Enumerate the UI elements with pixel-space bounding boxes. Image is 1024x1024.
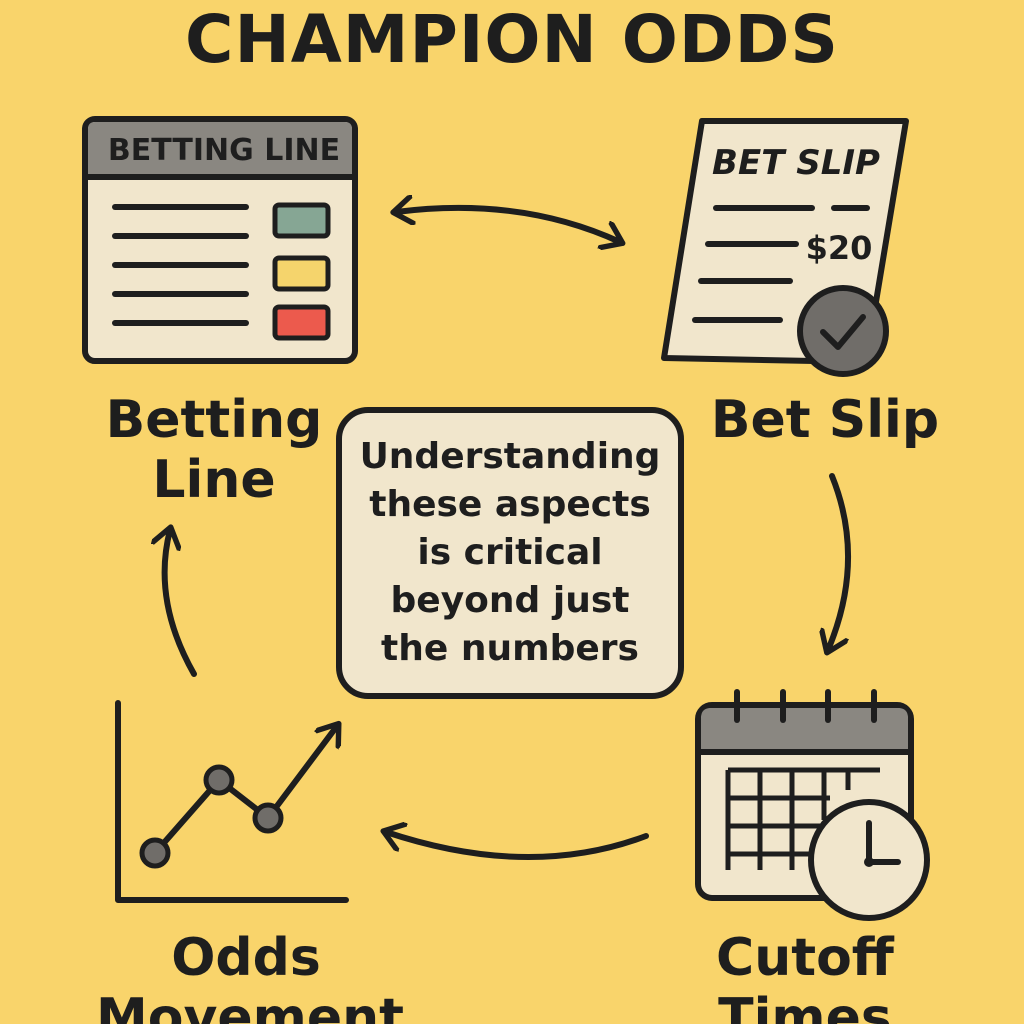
- node-label-betting-line: Betting Line: [105, 390, 323, 510]
- center-note-text: Understanding these aspects is critical …: [359, 436, 661, 669]
- betting-board-icon: BETTING LINE: [82, 116, 358, 364]
- center-note-box: Understanding these aspects is critical …: [336, 407, 684, 699]
- check-icon: [820, 314, 866, 350]
- arrow-slip-to-cutoff: [828, 473, 851, 650]
- bet-slip-icon: BET SLIP $20: [661, 118, 909, 377]
- bet-slip-header: BET SLIP: [712, 143, 880, 183]
- odds-movement-chart-icon: [115, 700, 349, 903]
- arrow-cutoff-to-movement: [386, 832, 649, 861]
- node-label-odds-movement: Odds Movement: [96, 928, 404, 1024]
- node-label-bet-slip: Bet Slip: [710, 390, 940, 450]
- node-label-cutoff-times: Cutoff Times: [716, 928, 894, 1024]
- betting-board-header: BETTING LINE: [108, 133, 340, 168]
- bet-amount: $20: [806, 229, 873, 267]
- arrow-movement-to-line: [165, 530, 197, 677]
- clock-icon: [808, 799, 930, 921]
- page-title: CHAMPION ODDS: [185, 1, 839, 78]
- arrow-line-to-slip: [396, 208, 620, 242]
- check-badge: [797, 285, 889, 377]
